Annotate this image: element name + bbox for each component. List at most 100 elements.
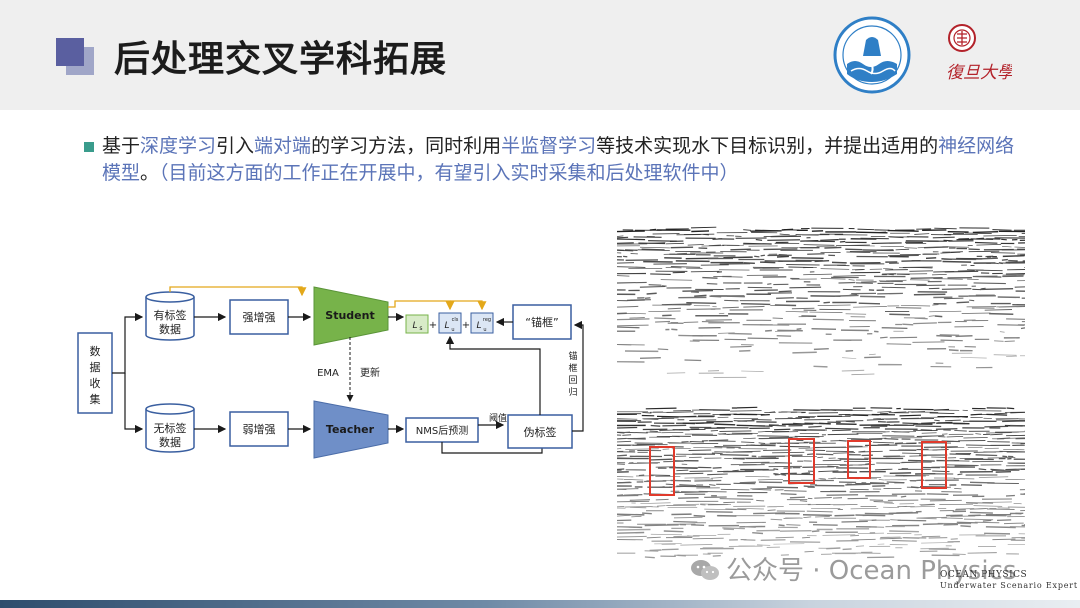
labeled-data-label-2: 数据 bbox=[159, 322, 181, 336]
bullet-segment-7: 神经网络模型 bbox=[102, 135, 1015, 184]
seismic-trace bbox=[650, 424, 1025, 429]
strong-augment-box bbox=[229, 299, 289, 335]
watermark-text: 公众号 · Ocean Physics bbox=[726, 556, 1017, 586]
seismic-trace bbox=[617, 528, 919, 533]
plus-1: + bbox=[429, 320, 437, 331]
title-decoration-front bbox=[56, 38, 84, 66]
seismic-trace bbox=[617, 281, 1006, 286]
student-label: Student bbox=[325, 309, 374, 322]
seismic-trace bbox=[617, 499, 994, 504]
footer-bar bbox=[0, 600, 1080, 608]
seismic-profile-image bbox=[617, 197, 1025, 573]
bullet-segment-6: 等技术实现水下目标识别，并提出适用的 bbox=[596, 135, 939, 157]
seismic-trace bbox=[617, 305, 1025, 310]
seismic-trace bbox=[678, 332, 960, 337]
loss-unsup-cls-box bbox=[438, 312, 462, 334]
loss-supervised-symbol: L bbox=[412, 321, 417, 331]
seismic-trace bbox=[638, 472, 998, 477]
weak-augment-box bbox=[229, 411, 289, 447]
seismic-trace bbox=[643, 259, 1025, 265]
seismic-trace bbox=[617, 466, 1025, 471]
seismic-trace bbox=[617, 519, 1012, 524]
nms-label: NMS后预测 bbox=[416, 424, 468, 437]
anchor-regress-c4: 归 bbox=[568, 386, 577, 398]
plus-2: + bbox=[462, 320, 470, 331]
semi-supervised-flowchart: 数 据 收 集 有标签 数据 无标签 数据 强增强 Student L s + … bbox=[77, 286, 584, 459]
labeled-data-cylinder bbox=[145, 291, 195, 341]
seismic-trace bbox=[655, 269, 1025, 273]
loss-unsup-reg-box bbox=[470, 312, 494, 334]
seismic-trace bbox=[660, 278, 1025, 282]
seismic-trace bbox=[842, 355, 1025, 359]
detection-box-4 bbox=[921, 441, 947, 489]
seismic-trace bbox=[813, 347, 973, 352]
bullet-segment-5: 半监督学习 bbox=[501, 135, 597, 157]
loss-unsup-reg-sub: u bbox=[483, 327, 486, 333]
seismic-trace bbox=[639, 285, 1025, 291]
seismic-trace bbox=[617, 505, 1010, 511]
seismic-trace bbox=[626, 299, 857, 305]
unlabeled-data-label-1: 无标签 bbox=[154, 421, 187, 435]
pseudo-label-text: 伪标签 bbox=[524, 425, 557, 439]
seismic-trace bbox=[646, 507, 1025, 513]
bullet-segment-1: 深度学习 bbox=[140, 135, 217, 157]
nms-box bbox=[405, 417, 479, 443]
teacher-label: Teacher bbox=[326, 423, 375, 436]
seismic-trace bbox=[617, 446, 1025, 451]
seismic-trace bbox=[617, 536, 1025, 541]
seismic-upper-panel bbox=[617, 226, 1025, 379]
seismic-trace bbox=[654, 542, 1025, 545]
seismic-trace bbox=[868, 352, 1017, 356]
seismic-trace bbox=[617, 248, 1025, 253]
seismic-trace bbox=[718, 330, 1005, 334]
seismic-trace bbox=[649, 547, 956, 552]
seismic-trace bbox=[631, 501, 1022, 506]
seismic-trace bbox=[702, 275, 1024, 280]
seismic-trace bbox=[624, 349, 817, 354]
seismic-trace bbox=[617, 262, 1025, 266]
seismic-trace bbox=[689, 339, 1015, 342]
seismic-trace bbox=[644, 554, 960, 559]
seismic-trace bbox=[690, 290, 903, 295]
detection-box-1 bbox=[649, 446, 675, 496]
seismic-trace bbox=[637, 294, 1025, 300]
seismic-trace bbox=[930, 366, 993, 369]
ema-label: EMA bbox=[317, 368, 339, 379]
bullet-segment-2: 引入 bbox=[216, 135, 255, 157]
data-collection-c2: 据 bbox=[90, 360, 101, 374]
seismic-trace bbox=[651, 539, 1025, 543]
seismic-trace bbox=[617, 235, 1025, 240]
seismic-trace bbox=[707, 369, 865, 372]
labeled-data-label-1: 有标签 bbox=[154, 308, 187, 322]
bullet-segment-4: 的学习方法，同时利用 bbox=[311, 135, 502, 157]
seismic-trace bbox=[813, 363, 902, 368]
ocean-university-logo bbox=[833, 16, 911, 94]
loss-unsup-reg-sup: reg bbox=[483, 317, 491, 323]
seismic-trace bbox=[692, 334, 1020, 339]
seismic-trace bbox=[639, 356, 881, 362]
seismic-trace bbox=[617, 264, 975, 269]
fudan-script: 復旦大學 bbox=[946, 63, 1012, 83]
seismic-trace bbox=[657, 345, 976, 351]
bullet-segment-0: 基于 bbox=[102, 135, 141, 157]
threshold-label: 阈值 bbox=[489, 412, 507, 424]
watermark: 公众号 · Ocean Physics bbox=[690, 550, 1016, 587]
strong-augment-label: 强增强 bbox=[243, 310, 276, 324]
seismic-trace bbox=[617, 530, 1011, 535]
brand-line-1: OCEAN PHYSICS bbox=[940, 570, 1028, 580]
seismic-trace bbox=[617, 324, 1025, 328]
anchor-regress-c1: 锚 bbox=[568, 350, 577, 362]
fudan-university-logo: 復旦大學 bbox=[946, 24, 1012, 83]
seismic-trace bbox=[666, 370, 764, 374]
unlabeled-data-cylinder bbox=[145, 403, 195, 453]
unlabeled-data-label-2: 数据 bbox=[159, 435, 181, 449]
seismic-lower-panel bbox=[617, 406, 1025, 559]
seismic-detections bbox=[649, 438, 947, 496]
anchor-regress-c3: 回 bbox=[568, 375, 577, 386]
page-title: 后处理交叉学科拓展 bbox=[114, 39, 448, 80]
seismic-trace bbox=[617, 328, 879, 333]
seismic-trace bbox=[617, 228, 1025, 234]
weak-augment-label: 弱增强 bbox=[243, 422, 276, 436]
detection-box-3 bbox=[847, 440, 871, 479]
teacher-network bbox=[313, 400, 389, 459]
